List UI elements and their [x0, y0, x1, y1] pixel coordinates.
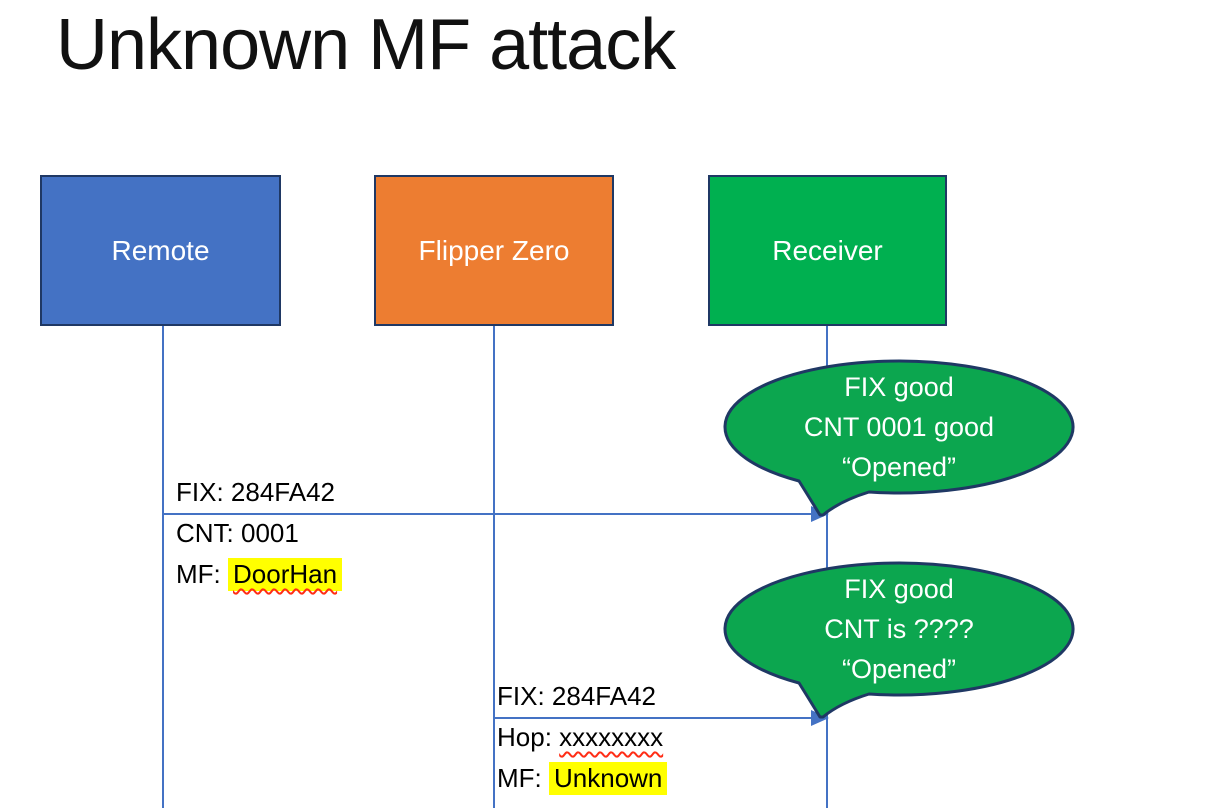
- actor-label-flipper-zero: Flipper Zero: [418, 234, 570, 266]
- bubble-1-line-3: “Opened”: [841, 452, 957, 482]
- message-2-fix-text: FIX: 284FA42: [497, 681, 656, 711]
- message-1-cnt-line: CNT: 0001: [176, 513, 342, 554]
- actor-label-receiver: Receiver: [772, 234, 883, 266]
- bubble-1-line-1: FIX good: [844, 372, 954, 402]
- message-1-mf-highlighted-value: DoorHan: [228, 558, 343, 591]
- message-2-labels: FIX: 284FA42 Hop: xxxxxxxx MF: Unknown: [497, 676, 668, 799]
- message-1-mf-prefix: MF:: [176, 559, 228, 589]
- actor-box-receiver: Receiver: [708, 175, 947, 326]
- bubble-2-line-2: CNT is ????: [824, 614, 974, 644]
- speech-bubble-1-shape: [723, 359, 1075, 517]
- speech-bubble-1-text: FIX good CNT 0001 good “Opened”: [733, 362, 1065, 492]
- message-1-mf-line: MF: DoorHan: [176, 554, 343, 595]
- message-2-hop-prefix: Hop:: [497, 722, 560, 752]
- bubble-2-line-1: FIX good: [844, 574, 954, 604]
- speech-bubble-2-shape: [723, 561, 1075, 719]
- message-2-hop-value: xxxxxxxx: [559, 722, 664, 752]
- message-2-mf-highlighted-value: Unknown: [549, 762, 668, 795]
- bubble-2-line-3: “Opened”: [841, 654, 957, 684]
- slide-title: Unknown MF attack: [56, 5, 676, 85]
- speech-bubble-2-text: FIX good CNT is ???? “Opened”: [733, 564, 1065, 694]
- message-2-hop-line: Hop: xxxxxxxx: [497, 717, 667, 758]
- message-1-fix-text: FIX: 284FA42: [176, 477, 335, 507]
- message-1-fix-line: FIX: 284FA42: [176, 472, 342, 513]
- message-1-labels: FIX: 284FA42 CNT: 0001 MF: DoorHan: [176, 472, 343, 595]
- message-1-cnt-text: CNT: 0001: [176, 518, 299, 548]
- actor-box-flipper-zero: Flipper Zero: [374, 175, 614, 326]
- bubble-1-line-2: CNT 0001 good: [803, 412, 995, 442]
- message-2-fix-line: FIX: 284FA42: [497, 676, 667, 717]
- actor-label-remote: Remote: [111, 234, 210, 266]
- actor-box-remote: Remote: [40, 175, 281, 326]
- message-2-mf-line: MF: Unknown: [497, 758, 668, 799]
- message-2-mf-prefix: MF:: [497, 763, 549, 793]
